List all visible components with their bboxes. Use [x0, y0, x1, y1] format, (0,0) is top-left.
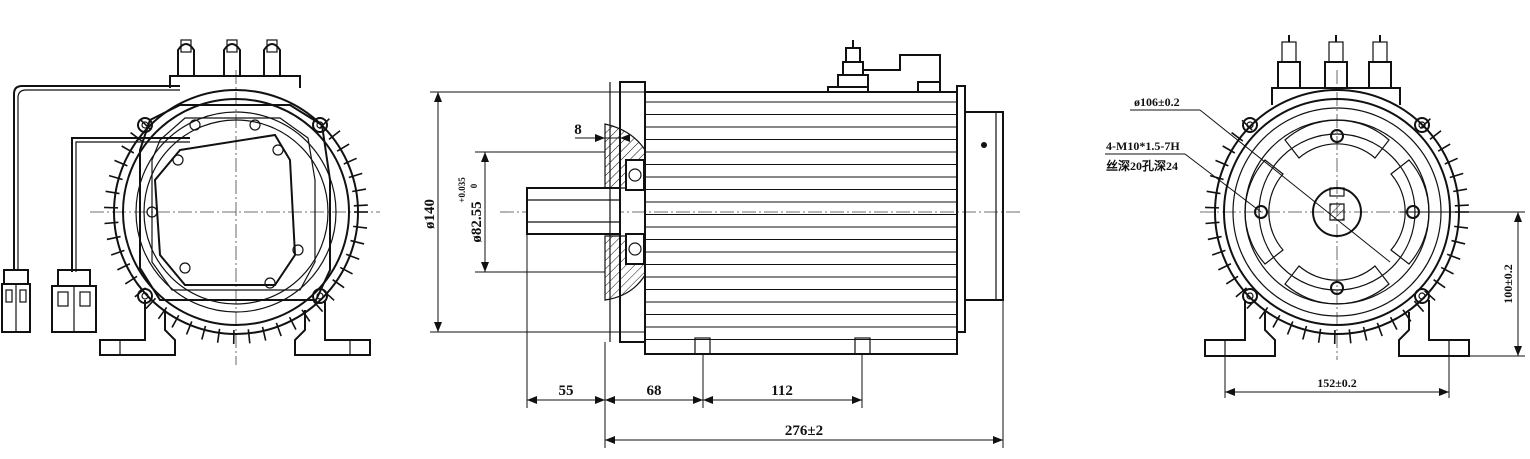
dim-spigot-diameter: ø82.55	[469, 201, 485, 242]
dim-flange-to-fin: 68	[647, 383, 662, 399]
front-view: ø106±0.2 4-M10*1.5-7H 丝深20孔深24 100±0.2 1…	[1105, 35, 1525, 398]
side-terminal	[827, 40, 941, 93]
dim-center-height: 100±0.2	[1501, 264, 1515, 304]
side-view: ø140 ø82.55 +0.035 0 8 55 68 112	[422, 40, 1020, 448]
dim-spigot-tol-upper: +0.035	[457, 177, 467, 203]
dim-housing-diameter: ø140	[422, 199, 438, 229]
dim-overall-length: 276±2	[785, 423, 823, 439]
rear-view-bolts	[137, 117, 328, 304]
front-terminal-posts	[1277, 35, 1392, 89]
dim-pcd: ø106±0.2	[1134, 95, 1180, 109]
dim-thread-spec: 4-M10*1.5-7H	[1106, 139, 1180, 153]
sensor-connector-small	[1, 269, 31, 333]
sensor-connector-large	[51, 269, 97, 333]
dim-flange-thickness: 8	[574, 122, 582, 138]
dim-thread-depth: 丝深20孔深24	[1106, 158, 1178, 173]
rear-view	[1, 39, 380, 365]
side-view-fins	[645, 101, 957, 340]
dim-shaft-length: 55	[559, 383, 574, 399]
rear-view-fins	[104, 118, 368, 344]
dim-spigot-tol-lower: 0	[469, 183, 479, 188]
dim-foot-width: 152±0.2	[1317, 376, 1357, 390]
power-terminal-posts	[177, 39, 281, 76]
dim-mount-spacing: 112	[771, 383, 793, 399]
